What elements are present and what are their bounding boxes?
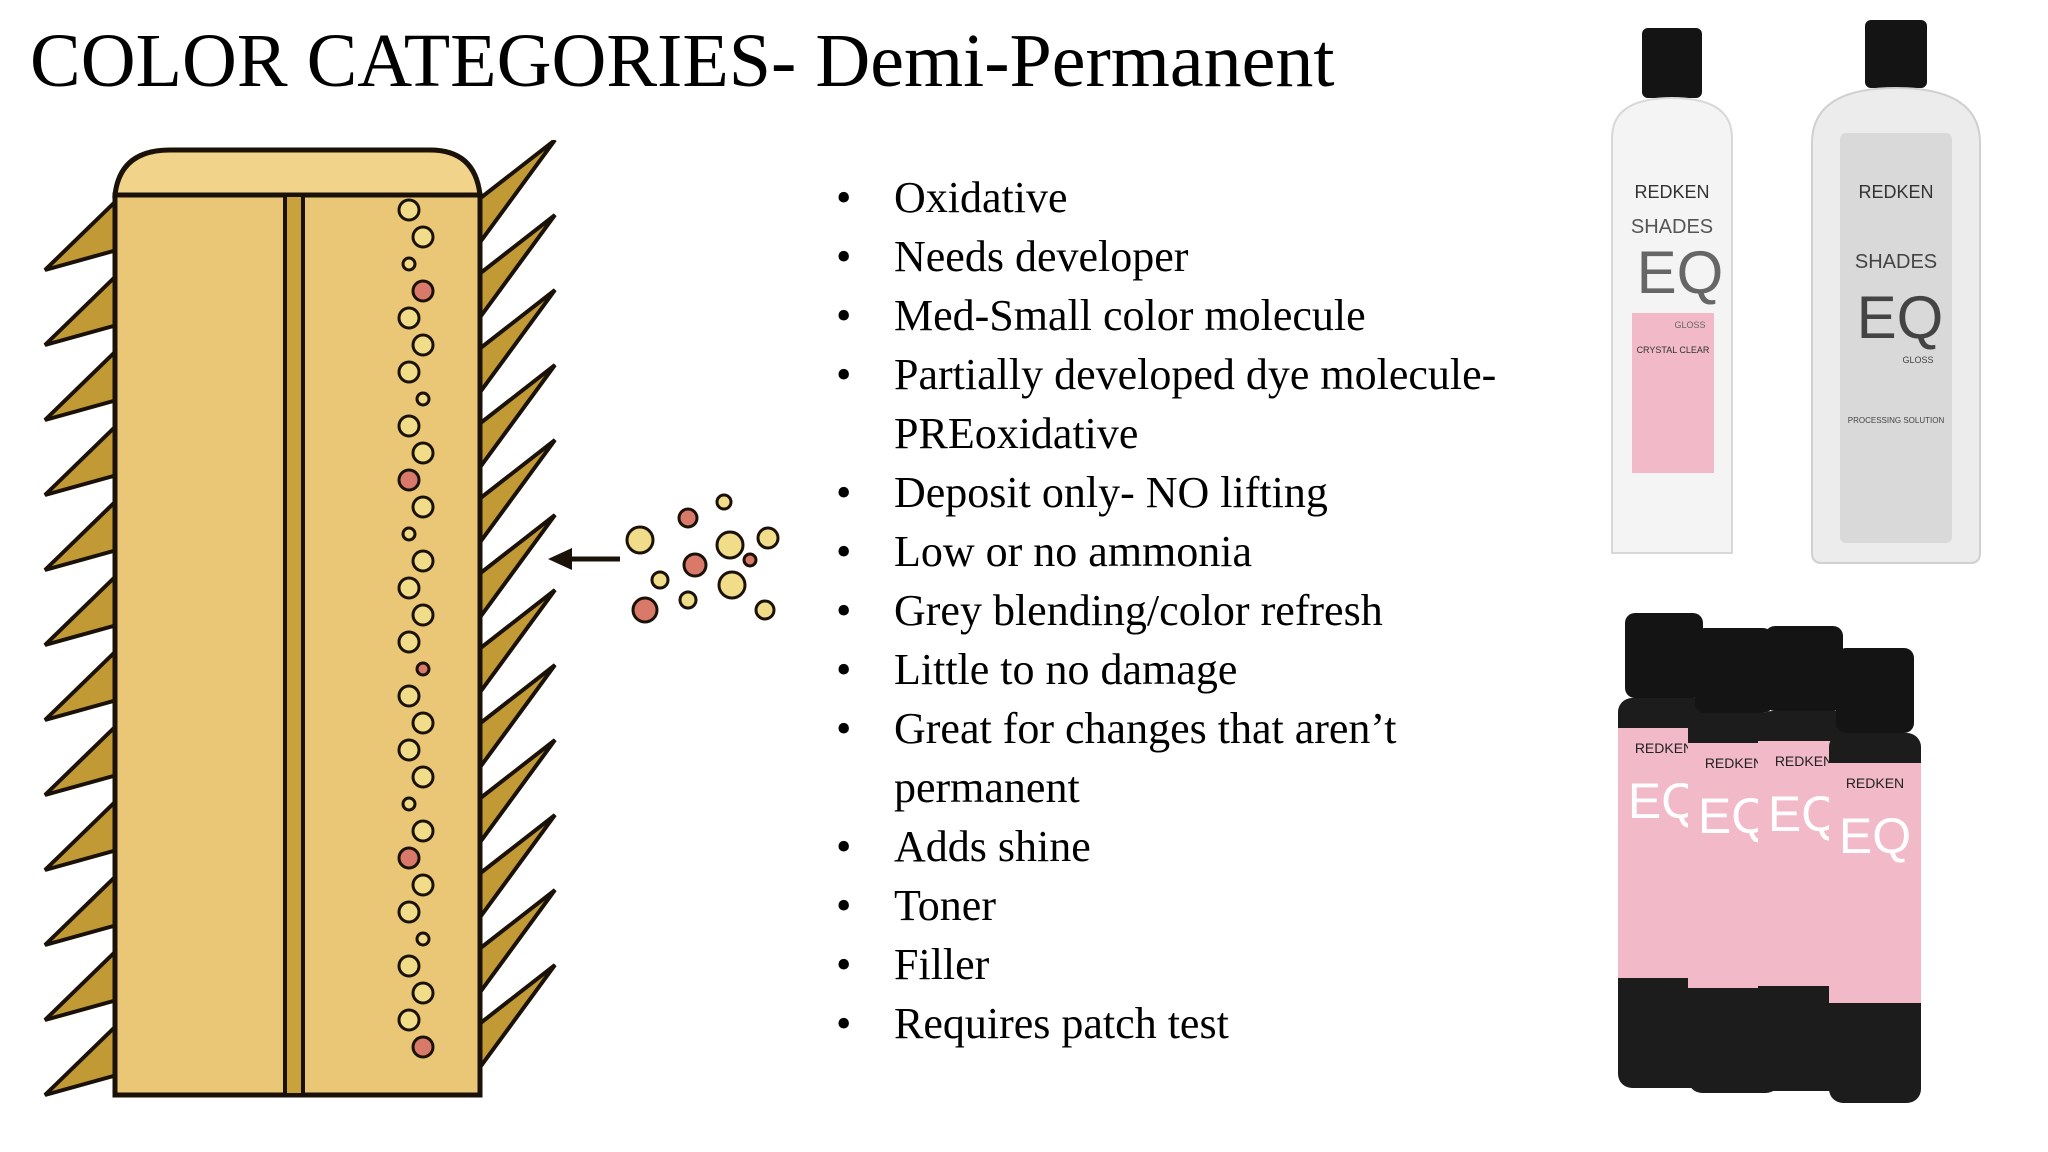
incoming-color-molecules (625, 493, 780, 624)
svg-text:CRYSTAL CLEAR: CRYSTAL CLEAR (1637, 345, 1710, 355)
list-item: •Great for changes that aren’t permanent (836, 699, 1536, 817)
list-item: •Grey blending/color refresh (836, 581, 1536, 640)
bullet-icon: • (836, 940, 852, 989)
list-item: •Toner (836, 876, 1536, 935)
bullet-list: •Oxidative •Needs developer •Med-Small c… (836, 168, 1536, 1053)
cuticle-scales (43, 140, 557, 1097)
bullet-icon: • (836, 291, 852, 340)
bullet-icon: • (836, 527, 852, 576)
svg-text:EQ: EQ (1768, 786, 1840, 842)
svg-text:EQ: EQ (1637, 239, 1724, 306)
bullet-icon: • (836, 586, 852, 635)
list-item: •Filler (836, 935, 1536, 994)
svg-text:EQ: EQ (1857, 284, 1944, 351)
gloss-bottle-crystal-clear: REDKEN SHADES EQ CRYSTAL CLEAR GLOSS (1611, 28, 1733, 554)
bullet-icon: • (836, 999, 852, 1048)
gloss-bottle: REDKEN EQ (1688, 628, 1780, 1093)
svg-text:GLOSS: GLOSS (1902, 355, 1933, 365)
gloss-bottle: REDKEN EQ (1829, 648, 1921, 1103)
svg-text:REDKEN: REDKEN (1705, 755, 1763, 771)
bullet-icon: • (836, 822, 852, 871)
svg-text:REDKEN: REDKEN (1858, 182, 1933, 202)
list-item: •Med-Small color molecule (836, 286, 1536, 345)
svg-text:REDKEN: REDKEN (1634, 182, 1709, 202)
list-item: •Needs developer (836, 227, 1536, 286)
svg-text:GLOSS: GLOSS (1674, 320, 1705, 330)
list-item: •Requires patch test (836, 994, 1536, 1053)
list-item: •Low or no ammonia (836, 522, 1536, 581)
svg-text:SHADES: SHADES (1631, 216, 1713, 238)
arrow-icon (548, 548, 620, 570)
list-item: •Adds shine (836, 817, 1536, 876)
bullet-icon: • (836, 232, 852, 281)
svg-text:EQ: EQ (1839, 808, 1911, 864)
svg-text:REDKEN: REDKEN (1635, 740, 1693, 756)
hair-strand-illustration (43, 140, 780, 1098)
processing-solution-bottle: REDKEN SHADES EQ GLOSS PROCESSING SOLUTI… (1811, 20, 1981, 564)
list-item: •Oxidative (836, 168, 1536, 227)
bullet-icon: • (836, 173, 852, 222)
list-item: •Partially developed dye molecule- PREox… (836, 345, 1536, 463)
inner-color-molecules (397, 198, 435, 1059)
gloss-shade-bottles: REDKEN EQ REDKEN EQ REDKEN EQ (1618, 613, 1921, 1103)
svg-text:SHADES: SHADES (1855, 251, 1937, 273)
svg-text:REDKEN: REDKEN (1775, 753, 1833, 769)
bullet-icon: • (836, 645, 852, 694)
bullet-icon: • (836, 468, 852, 517)
list-item: •Deposit only- NO lifting (836, 463, 1536, 522)
svg-text:PROCESSING SOLUTION: PROCESSING SOLUTION (1848, 416, 1945, 425)
bullet-icon: • (836, 704, 852, 753)
product-photos: REDKEN SHADES EQ CRYSTAL CLEAR GLOSS RED… (1611, 20, 1981, 1103)
bullet-icon: • (836, 350, 852, 399)
list-item: •Little to no damage (836, 640, 1536, 699)
bullet-icon: • (836, 881, 852, 930)
hair-medulla (283, 193, 305, 1097)
svg-text:REDKEN: REDKEN (1846, 775, 1904, 791)
hair-top-cap (112, 147, 483, 198)
slide-title: COLOR CATEGORIES- Demi-Permanent (30, 19, 1335, 103)
